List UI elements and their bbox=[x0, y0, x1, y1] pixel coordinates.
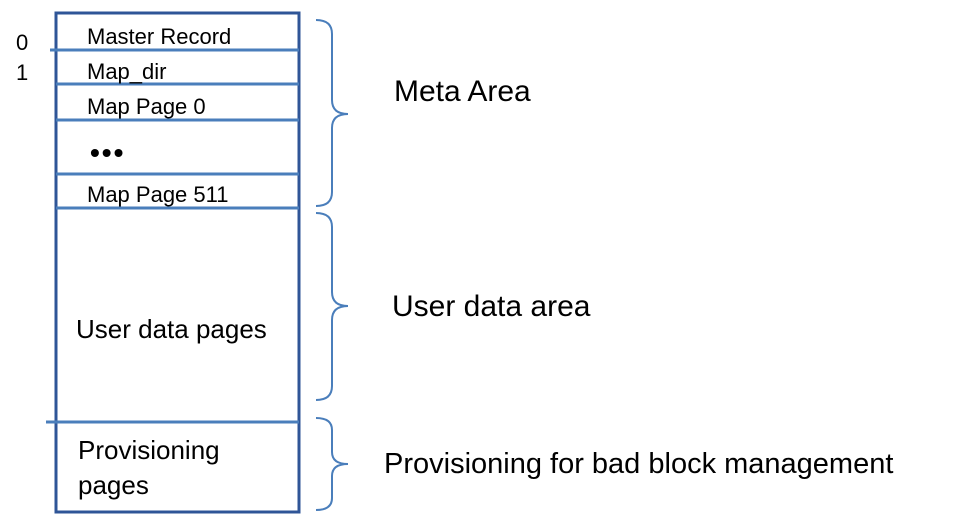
map-dir-row: Map_dir bbox=[87, 59, 167, 84]
user-area-brace bbox=[315, 212, 349, 401]
user-data-area-label: User data area bbox=[392, 290, 591, 323]
meta-area-brace bbox=[315, 19, 349, 207]
master-record-row: Master Record bbox=[87, 24, 232, 49]
user-data-pages-block: User data pages bbox=[76, 314, 267, 344]
ellipsis-row: ••• bbox=[90, 137, 126, 168]
meta-area-label: Meta Area bbox=[394, 75, 531, 108]
page-stack-box bbox=[54, 11, 301, 514]
provisioning-area-label: Provisioning for bad block management bbox=[384, 448, 894, 480]
map-page-0-row: Map Page 0 bbox=[87, 94, 206, 119]
provisioning-area-brace bbox=[315, 417, 349, 511]
index-label-1: 1 bbox=[16, 60, 29, 85]
map-page-511-row: Map Page 511 bbox=[87, 182, 229, 207]
provisioning-pages-block: Provisioning pages bbox=[78, 435, 220, 501]
index-label-0: 0 bbox=[16, 30, 29, 55]
